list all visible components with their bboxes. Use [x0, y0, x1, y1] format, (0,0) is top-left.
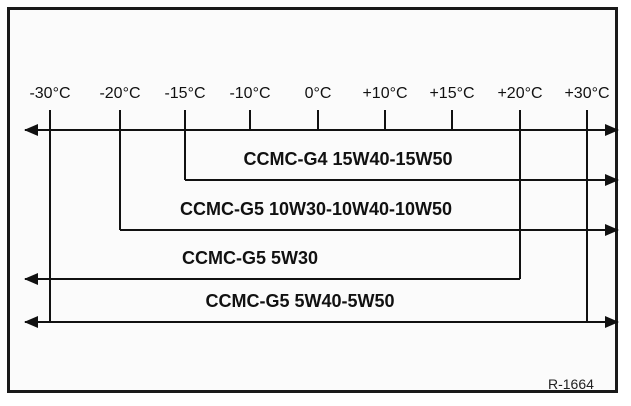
range-label: CCMC-G5 5W30 [182, 248, 318, 268]
scale-tick-label: +30°C [564, 85, 609, 102]
chart-frame [7, 7, 618, 393]
range-label: CCMC-G4 15W40-15W50 [243, 149, 452, 169]
figure-reference: R-1664 [548, 376, 594, 392]
scale-tick-label: +10°C [362, 85, 407, 102]
scale-tick-label: +15°C [429, 85, 474, 102]
scale-tick-label: -20°C [99, 85, 140, 102]
scale-tick-label: -15°C [164, 85, 205, 102]
scale-tick-label: -30°C [29, 85, 70, 102]
range-label: CCMC-G5 10W30-10W40-10W50 [180, 199, 452, 219]
scale-tick-label: 0°C [305, 85, 332, 102]
scale-tick-label: +20°C [497, 85, 542, 102]
range-label: CCMC-G5 5W40-5W50 [205, 291, 394, 311]
scale-tick-label: -10°C [229, 85, 270, 102]
